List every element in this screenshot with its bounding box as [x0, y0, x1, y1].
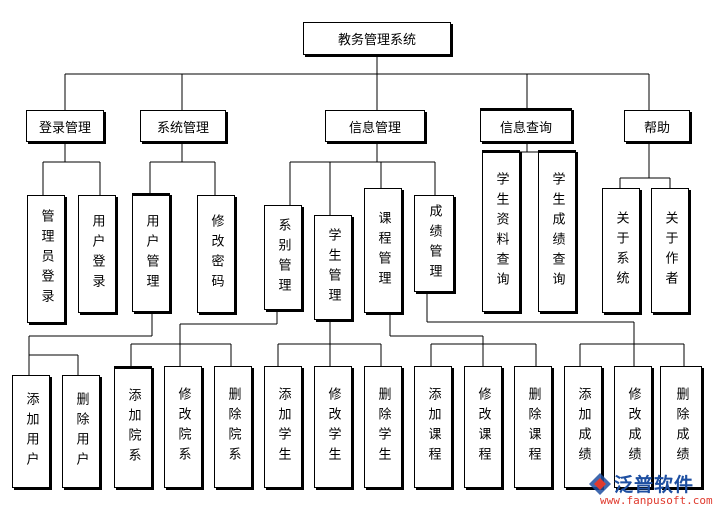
node-student-management-label: 学生管理 — [325, 227, 341, 308]
node-modify-score: 修改成绩 — [614, 366, 652, 488]
node-delete-dept: 删除院系 — [214, 366, 252, 488]
node-add-course: 添加课程 — [414, 366, 452, 488]
node-admin-login-label: 管理员登录 — [38, 209, 54, 309]
node-delete-course: 删除课程 — [514, 366, 552, 488]
node-add-dept-label: 添加院系 — [125, 388, 141, 468]
node-add-score-label: 添加成绩 — [575, 387, 591, 467]
node-add-dept: 添加院系 — [114, 366, 152, 488]
node-dept-management: 系别管理 — [264, 205, 302, 310]
node-modify-dept: 修改院系 — [164, 366, 202, 488]
node-student-info-query-label: 学生资料查询 — [493, 172, 509, 292]
node-info-management: 信息管理 — [325, 110, 425, 142]
node-student-info-query: 学生资料查询 — [482, 150, 520, 312]
node-change-password-label: 修改密码 — [208, 214, 224, 294]
node-modify-student: 修改学生 — [314, 366, 352, 488]
root-node-label: 教务管理系统 — [337, 33, 416, 48]
node-modify-course: 修改课程 — [464, 366, 502, 488]
node-admin-login: 管理员登录 — [27, 195, 65, 323]
node-delete-student-label: 删除学生 — [375, 387, 391, 467]
node-help-label: 帮助 — [643, 120, 670, 136]
node-change-password: 修改密码 — [197, 195, 235, 313]
node-add-score: 添加成绩 — [564, 366, 602, 488]
node-user-management-label: 用户管理 — [143, 213, 159, 294]
node-score-management: 成绩管理 — [414, 195, 454, 292]
node-add-course-label: 添加课程 — [425, 387, 441, 467]
node-about-system: 关于系统 — [602, 188, 640, 313]
node-delete-score-label: 删除成绩 — [673, 387, 689, 467]
node-login-management-label: 登录管理 — [38, 120, 91, 136]
node-student-score-query-label: 学生成绩查询 — [549, 172, 565, 292]
node-delete-course-label: 删除课程 — [525, 387, 541, 467]
node-help: 帮助 — [624, 110, 690, 142]
node-modify-dept-label: 修改院系 — [175, 387, 191, 467]
node-user-login-label: 用户登录 — [89, 214, 105, 294]
node-add-user: 添加用户 — [12, 375, 50, 488]
node-login-management: 登录管理 — [26, 110, 104, 142]
node-delete-dept-label: 删除院系 — [225, 387, 241, 467]
node-dept-management-label: 系别管理 — [275, 217, 291, 298]
node-add-student-label: 添加学生 — [275, 387, 291, 467]
node-info-management-label: 信息管理 — [348, 120, 401, 136]
root-node: 教务管理系统 — [303, 22, 451, 55]
node-user-login: 用户登录 — [78, 195, 116, 313]
node-student-score-query: 学生成绩查询 — [538, 150, 576, 312]
node-user-management: 用户管理 — [132, 193, 170, 312]
node-modify-student-label: 修改学生 — [325, 387, 341, 467]
node-about-system-label: 关于系统 — [613, 210, 629, 291]
watermark-logo: 泛普软件 www.fanpusoft.com — [588, 470, 713, 510]
node-score-management-label: 成绩管理 — [426, 203, 442, 284]
node-modify-score-label: 修改成绩 — [625, 387, 641, 467]
node-about-author: 关于作者 — [651, 188, 689, 313]
node-delete-user-label: 删除用户 — [73, 391, 89, 472]
node-info-query-label: 信息查询 — [499, 120, 552, 136]
node-info-query: 信息查询 — [480, 108, 572, 142]
watermark-name: 泛普软件 — [614, 474, 695, 496]
node-course-management: 课程管理 — [364, 188, 402, 313]
node-course-management-label: 课程管理 — [375, 210, 391, 291]
node-student-management: 学生管理 — [314, 215, 352, 320]
node-add-student: 添加学生 — [264, 366, 302, 488]
node-delete-user: 删除用户 — [62, 375, 100, 488]
node-system-management: 系统管理 — [140, 110, 226, 142]
node-delete-score: 删除成绩 — [660, 366, 702, 488]
node-delete-student: 删除学生 — [364, 366, 402, 488]
logo-icon — [589, 473, 611, 495]
node-modify-course-label: 修改课程 — [475, 387, 491, 467]
node-system-management-label: 系统管理 — [156, 120, 209, 136]
watermark-url: www.fanpusoft.com — [600, 494, 713, 507]
node-add-user-label: 添加用户 — [23, 391, 39, 472]
node-about-author-label: 关于作者 — [662, 210, 678, 291]
